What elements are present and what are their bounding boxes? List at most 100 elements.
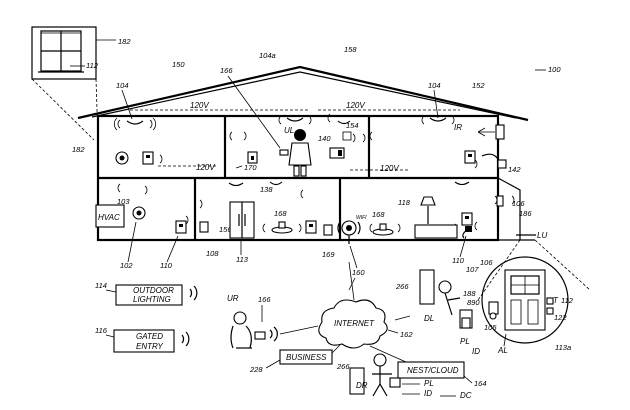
ref-107: 107 xyxy=(466,265,479,274)
ref-113a: 113a xyxy=(555,343,571,352)
ref-118: 118 xyxy=(398,198,411,207)
business-label: BUSINESS xyxy=(286,353,327,362)
ref-890: 890 xyxy=(467,298,480,307)
door-detail xyxy=(481,256,569,344)
label-120v-1: 120V xyxy=(190,101,209,110)
delivery-recipient-dr xyxy=(349,353,401,397)
gated-entry-line2: ENTRY xyxy=(136,342,163,351)
desk-lamp-118 xyxy=(414,196,458,239)
label-dc: DC xyxy=(460,391,472,400)
outlet-lower-mid xyxy=(305,220,317,234)
internet-cloud-162 xyxy=(318,299,388,349)
remote-user-ur xyxy=(230,311,266,349)
ceiling-lights xyxy=(126,117,470,187)
outdoor-lighting-line1: OUTDOOR xyxy=(133,286,174,295)
thermostat-102 xyxy=(132,206,146,220)
ref-114: 114 xyxy=(95,281,107,290)
package-pl xyxy=(459,309,473,329)
camera-168-right xyxy=(372,223,394,236)
ref-122: 122 xyxy=(554,313,567,322)
label-dr: DR xyxy=(356,381,368,390)
ref-166-remote: 166 xyxy=(258,295,271,304)
label-ir: IR xyxy=(454,123,462,132)
wall-switch-upper-mid xyxy=(247,151,258,164)
ref-150: 150 xyxy=(172,60,185,69)
ref-104-left: 104 xyxy=(116,81,129,90)
label-lu: LU xyxy=(537,231,547,240)
ref-105: 105 xyxy=(484,323,497,332)
ref-110-left: 110 xyxy=(160,261,173,270)
label-wifi: WIFI xyxy=(356,215,367,221)
gated-entry-box xyxy=(113,329,175,353)
label-pl-bottom: PL xyxy=(424,379,434,388)
ref-158: 158 xyxy=(344,45,357,54)
outlet-upper-right xyxy=(464,150,476,164)
ref-100: 100 xyxy=(548,65,561,74)
plug-lower-right xyxy=(462,226,472,239)
smart-plug-142 xyxy=(481,153,507,169)
ref-112-inset: 112 xyxy=(86,61,99,70)
ref-106-door: 106 xyxy=(480,258,493,267)
label-hvac: HVAC xyxy=(98,213,120,222)
internet-label: INTERNET xyxy=(334,319,375,328)
business-box xyxy=(279,349,333,365)
ref-160: 160 xyxy=(352,268,365,277)
device-140 xyxy=(329,147,345,159)
label-t: T xyxy=(553,296,559,305)
ref-106: 106 xyxy=(512,199,525,208)
ref-169: 169 xyxy=(322,250,335,259)
ref-113: 113 xyxy=(236,255,249,264)
switch-108 xyxy=(199,221,209,233)
camera-168-left xyxy=(271,221,293,234)
ref-170: 170 xyxy=(244,163,257,172)
ref-103: 103 xyxy=(117,197,130,206)
ref-110-right: 110 xyxy=(452,256,465,265)
outlet-lower-right xyxy=(461,212,473,226)
label-dl: DL xyxy=(424,314,434,323)
ref-188-door: 188 xyxy=(463,289,476,298)
switch-169 xyxy=(323,224,333,236)
label-pl: PL xyxy=(460,337,470,346)
label-al: AL xyxy=(497,346,508,355)
outdoor-lighting-line2: LIGHTING xyxy=(133,295,171,304)
label-id-bottom: ID xyxy=(424,389,432,398)
house-structure xyxy=(96,114,536,242)
ref-166-upper: 166 xyxy=(220,66,233,75)
label-ul: UL xyxy=(284,126,294,135)
ref-168-right: 168 xyxy=(372,210,385,219)
outdoor-lighting-box xyxy=(115,284,183,306)
label-120v-2: 120V xyxy=(346,101,365,110)
nest-cloud-box xyxy=(397,361,465,379)
user-ul-figure xyxy=(279,129,312,177)
ref-162: 162 xyxy=(400,330,413,339)
ref-152: 152 xyxy=(472,81,485,90)
label-120v-4: 120V xyxy=(380,164,399,173)
doorbell-106 xyxy=(496,195,504,207)
ref-164: 164 xyxy=(474,379,487,388)
router-160 xyxy=(337,220,361,244)
ref-138: 138 xyxy=(260,185,273,194)
ref-102: 102 xyxy=(120,261,133,270)
thermostat-upper-left xyxy=(115,151,129,165)
tv-unit xyxy=(477,124,505,140)
nest-cloud-label: NEST/CLOUD xyxy=(407,366,459,375)
ref-140: 140 xyxy=(318,134,331,143)
house-roof xyxy=(77,65,529,122)
ref-154: 154 xyxy=(346,121,359,130)
ref-266-bottom: 266 xyxy=(336,362,350,371)
gated-entry-line1: GATED xyxy=(136,332,163,341)
ref-182: 182 xyxy=(72,145,85,154)
ref-156: 156 xyxy=(219,225,232,234)
ref-108: 108 xyxy=(206,249,219,258)
outlet-upper-left xyxy=(142,151,154,165)
hvac-unit xyxy=(95,204,125,228)
outlet-lower-left xyxy=(175,220,187,234)
ref-228: 228 xyxy=(249,365,263,374)
window-inset xyxy=(31,26,99,141)
ref-104-right: 104 xyxy=(428,81,441,90)
refrigerator xyxy=(229,201,255,239)
label-120v-3: 120V xyxy=(196,163,215,172)
ref-112-door: 112 xyxy=(561,296,574,305)
